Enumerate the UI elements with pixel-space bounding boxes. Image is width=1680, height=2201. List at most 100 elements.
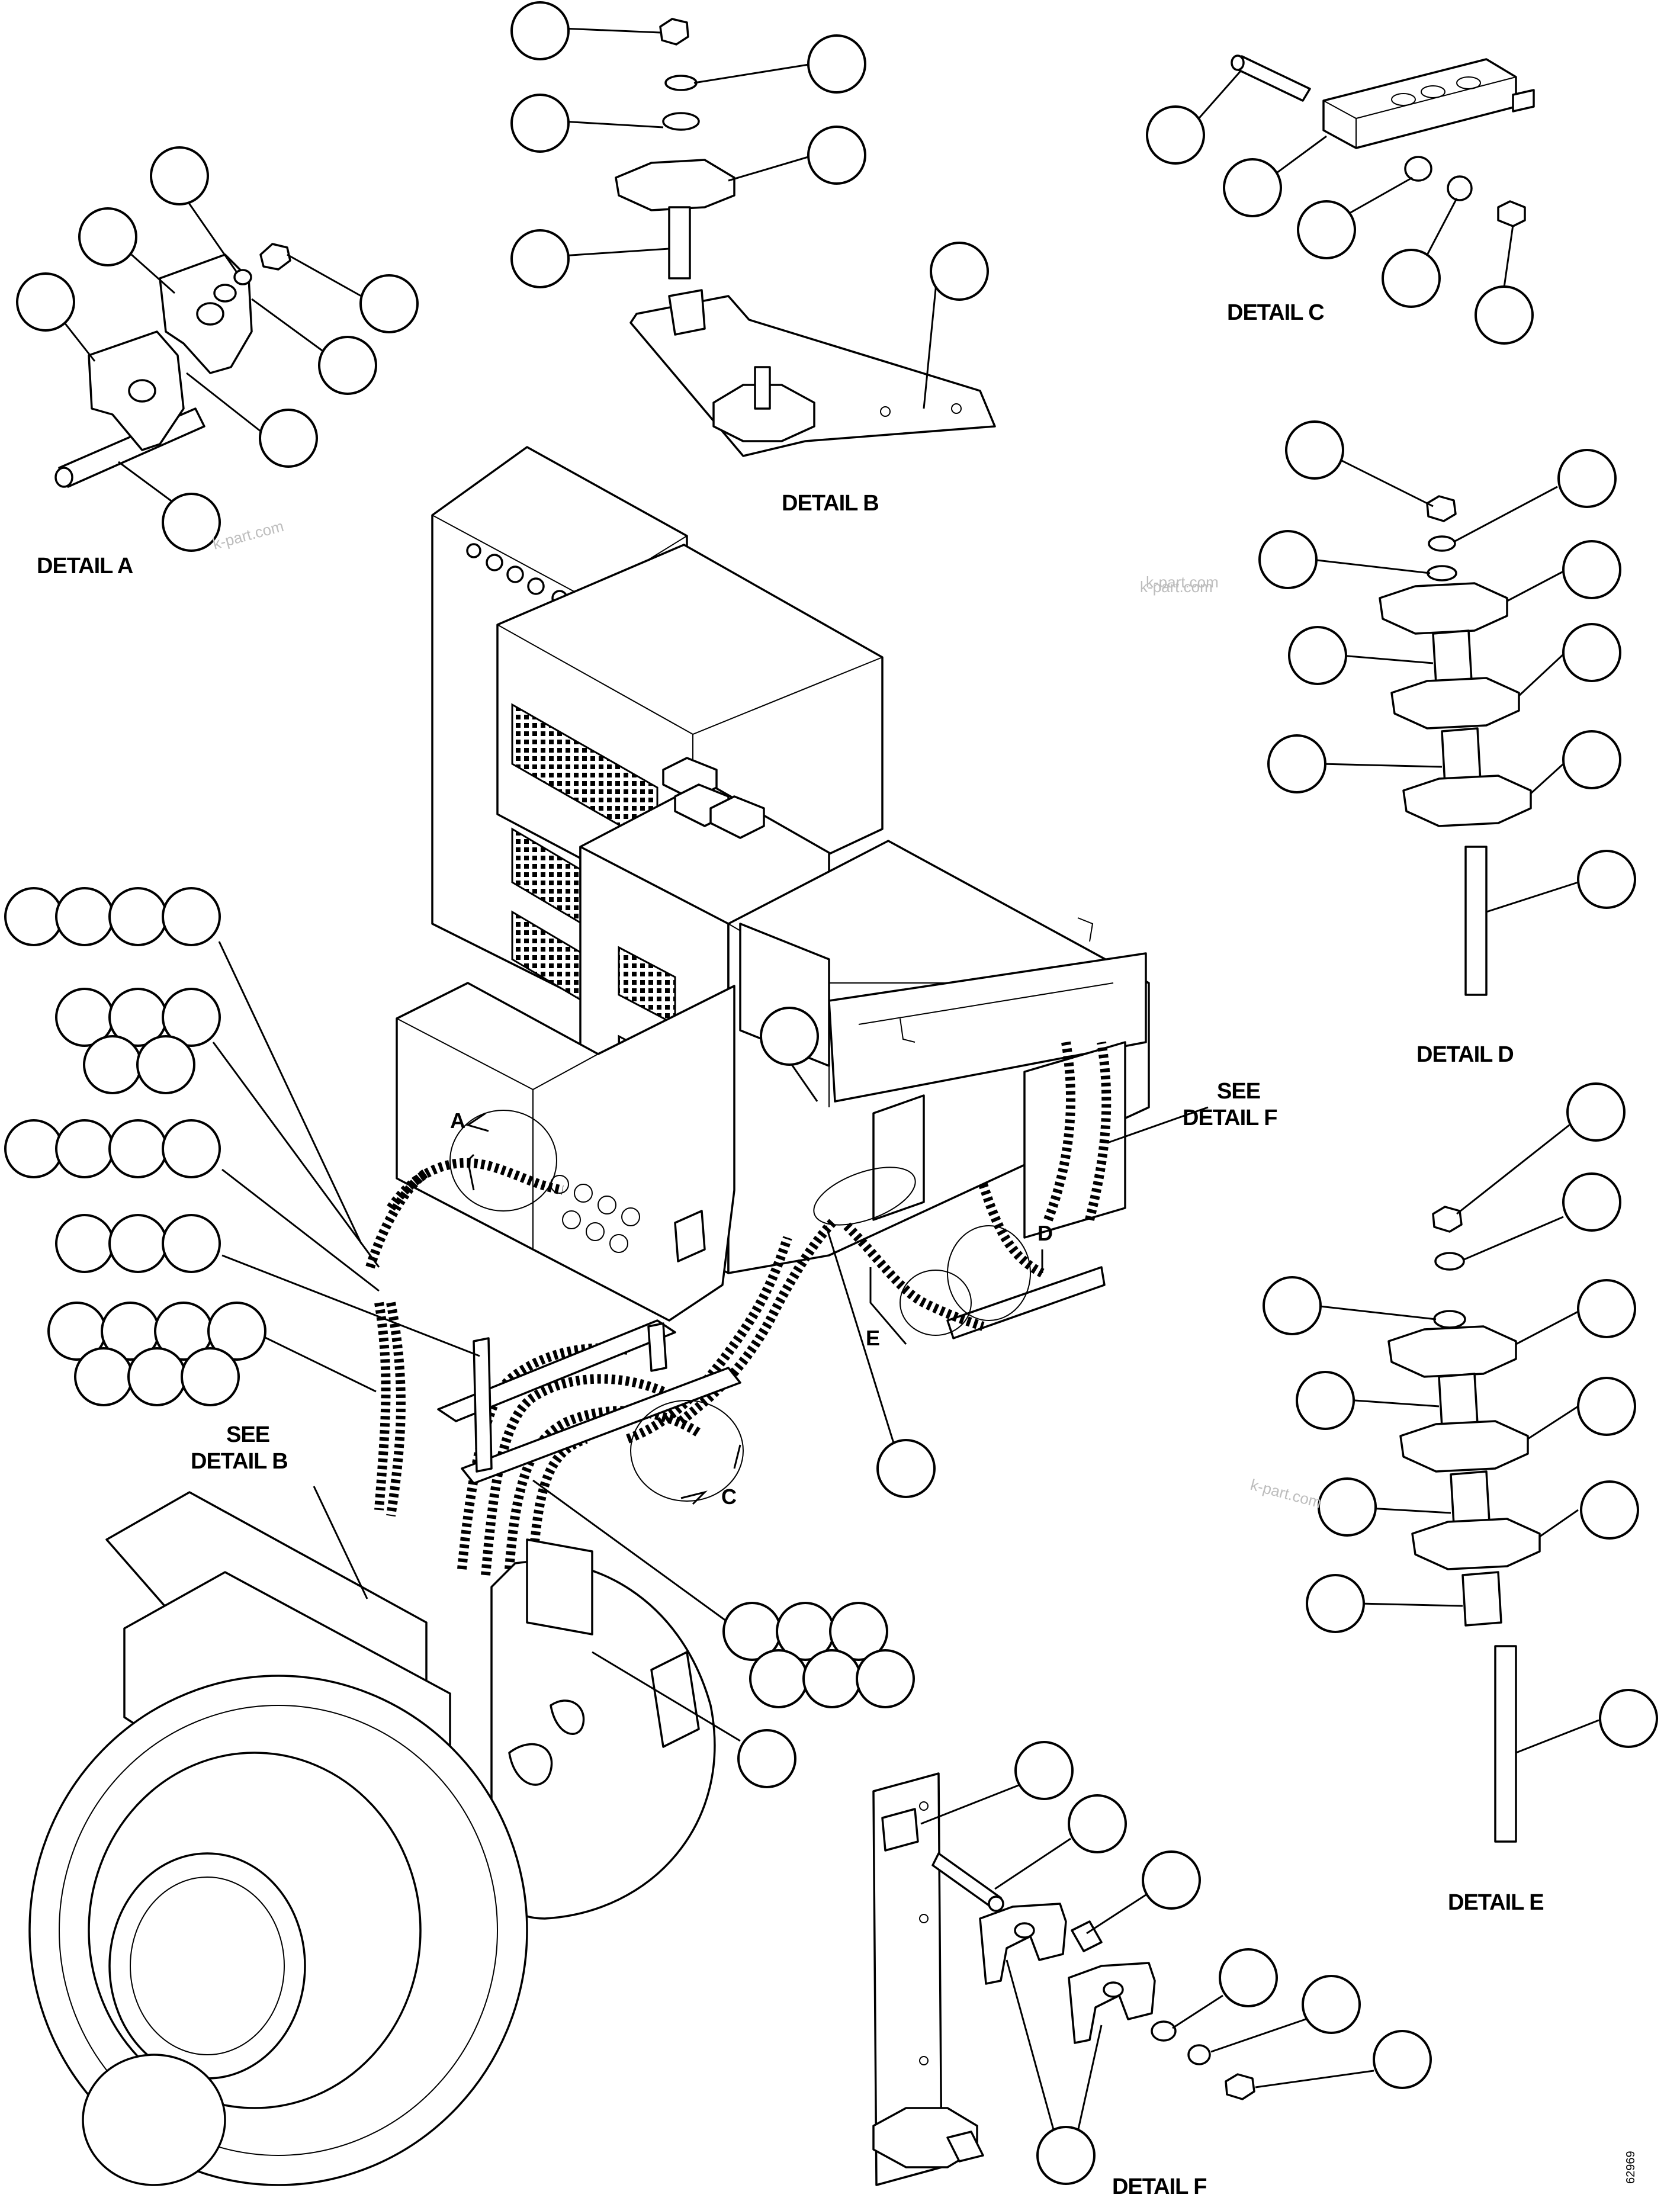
callout-bubble[interactable] [162, 988, 221, 1047]
callout-bubble[interactable] [807, 34, 866, 94]
callout-bubble[interactable] [510, 229, 570, 288]
callout-bubble[interactable] [83, 1035, 142, 1094]
callout-bubble[interactable] [4, 1119, 63, 1178]
see-note-detail: DETAIL F [1183, 1106, 1277, 1130]
callout-bubble[interactable] [1577, 850, 1636, 909]
callout-bubble[interactable] [162, 493, 221, 552]
callout-bubble[interactable] [1373, 2030, 1432, 2089]
callout-bubble[interactable] [136, 1035, 195, 1094]
callout-bubble[interactable] [1297, 200, 1356, 259]
callout-bubble[interactable] [1580, 1480, 1639, 1540]
callout-bubble[interactable] [162, 887, 221, 946]
callout-bubble[interactable] [737, 1729, 796, 1788]
callout-bubble[interactable] [1296, 1371, 1355, 1430]
detail-f-label: DETAIL F [1112, 2174, 1206, 2199]
callout-bubble[interactable] [1146, 105, 1205, 165]
detail-b-assembly [615, 18, 996, 457]
detail-a-label: DETAIL A [37, 554, 133, 579]
see-note: SEE [226, 1422, 269, 1447]
callout-bubble[interactable] [78, 207, 137, 266]
callout-bubble[interactable] [74, 1347, 133, 1406]
callout-bubble[interactable] [1263, 1276, 1322, 1335]
detail-e-leaders [1314, 1124, 1599, 1754]
callout-bubble[interactable] [1223, 158, 1282, 217]
detail-b-leaders [562, 27, 939, 409]
view-letter-c: C [721, 1485, 737, 1509]
callout-bubble[interactable] [1577, 1279, 1636, 1338]
callout-bubble[interactable] [318, 336, 377, 395]
callout-bubble[interactable] [1562, 623, 1621, 682]
callout-bubble[interactable] [1219, 1948, 1278, 2007]
callout-bubble[interactable] [856, 1649, 915, 1708]
detail-d-assembly [1379, 495, 1532, 996]
callout-bubble[interactable] [1566, 1082, 1626, 1142]
detail-a-assembly [54, 243, 291, 488]
detail-b-callouts [510, 1, 989, 301]
detail-e-callouts [1263, 1082, 1658, 1748]
callout-bubble[interactable] [1285, 420, 1344, 480]
callout-bubble[interactable] [930, 242, 989, 301]
callout-bubble[interactable] [802, 1649, 862, 1708]
callout-bubble[interactable] [4, 887, 63, 946]
callout-bubble[interactable] [162, 1119, 221, 1178]
callout-bubble[interactable] [127, 1347, 187, 1406]
detail-c-assembly [1231, 54, 1535, 227]
callout-bubble[interactable] [749, 1649, 808, 1708]
callout-bubble[interactable] [829, 1602, 888, 1661]
detail-c-callouts [1146, 105, 1534, 345]
callout-bubble[interactable] [207, 1302, 266, 1361]
detail-a-callouts [16, 146, 419, 552]
watermark: k-part.com [1140, 578, 1213, 596]
callout-bubble[interactable] [108, 1214, 168, 1273]
callout-bubble[interactable] [1577, 1377, 1636, 1436]
see-note: SEE [1217, 1079, 1260, 1104]
callout-bubble[interactable] [1014, 1741, 1074, 1800]
callout-bubble[interactable] [760, 1007, 819, 1066]
detail-a-leaders [61, 195, 362, 513]
detail-d-leaders [1311, 458, 1579, 913]
callout-bubble[interactable] [55, 1119, 114, 1178]
callout-bubble[interactable] [1288, 626, 1347, 685]
callout-bubble[interactable] [162, 1214, 221, 1273]
callout-bubble[interactable] [1475, 285, 1534, 345]
callout-bubble[interactable] [807, 126, 866, 185]
wiring-harnesses [365, 1041, 1112, 1576]
callout-bubble[interactable] [1068, 1794, 1127, 1853]
view-letter-e: E [866, 1326, 880, 1350]
callout-bubble[interactable] [259, 409, 318, 468]
detail-d-callouts [1258, 420, 1636, 909]
callout-bubble[interactable] [1306, 1574, 1365, 1633]
callout-bubble[interactable] [510, 1, 570, 60]
see-note-detail: DETAIL B [191, 1449, 288, 1474]
callout-bubble[interactable] [510, 94, 570, 153]
watermark: k-part.com [1146, 573, 1219, 591]
callout-bubble[interactable] [16, 272, 75, 332]
callout-bubble[interactable] [108, 887, 168, 946]
callout-bubble[interactable] [108, 1119, 168, 1178]
callout-bubble[interactable] [359, 274, 419, 333]
callout-bubble[interactable] [1557, 449, 1617, 508]
callout-bubble[interactable] [1142, 1850, 1201, 1910]
main-cabinet [396, 446, 1150, 1339]
callout-bubble[interactable] [876, 1439, 936, 1498]
callout-bubble[interactable] [1302, 1975, 1361, 2034]
callout-bubble[interactable] [1562, 1172, 1621, 1232]
view-letter-d: D [1037, 1221, 1053, 1245]
callout-bubble[interactable] [55, 887, 114, 946]
callout-bubble[interactable] [1258, 530, 1318, 589]
callout-bubble[interactable] [1599, 1689, 1658, 1748]
callout-bubble[interactable] [1318, 1477, 1377, 1537]
callout-bubble[interactable] [55, 1214, 114, 1273]
callout-bubble[interactable] [1562, 540, 1621, 599]
callout-bubble[interactable] [150, 146, 209, 205]
callout-bubble[interactable] [1382, 249, 1441, 308]
callout-bubble[interactable] [1036, 2126, 1096, 2185]
detail-f-callouts [1014, 1741, 1432, 2185]
callout-bubble[interactable] [181, 1347, 240, 1406]
detail-b-label: DETAIL B [782, 491, 879, 516]
watermark: k-part.com [211, 517, 285, 553]
callout-bubble[interactable] [1267, 734, 1326, 793]
callout-bubble[interactable] [1562, 730, 1621, 789]
view-letter-a: A [450, 1108, 465, 1133]
